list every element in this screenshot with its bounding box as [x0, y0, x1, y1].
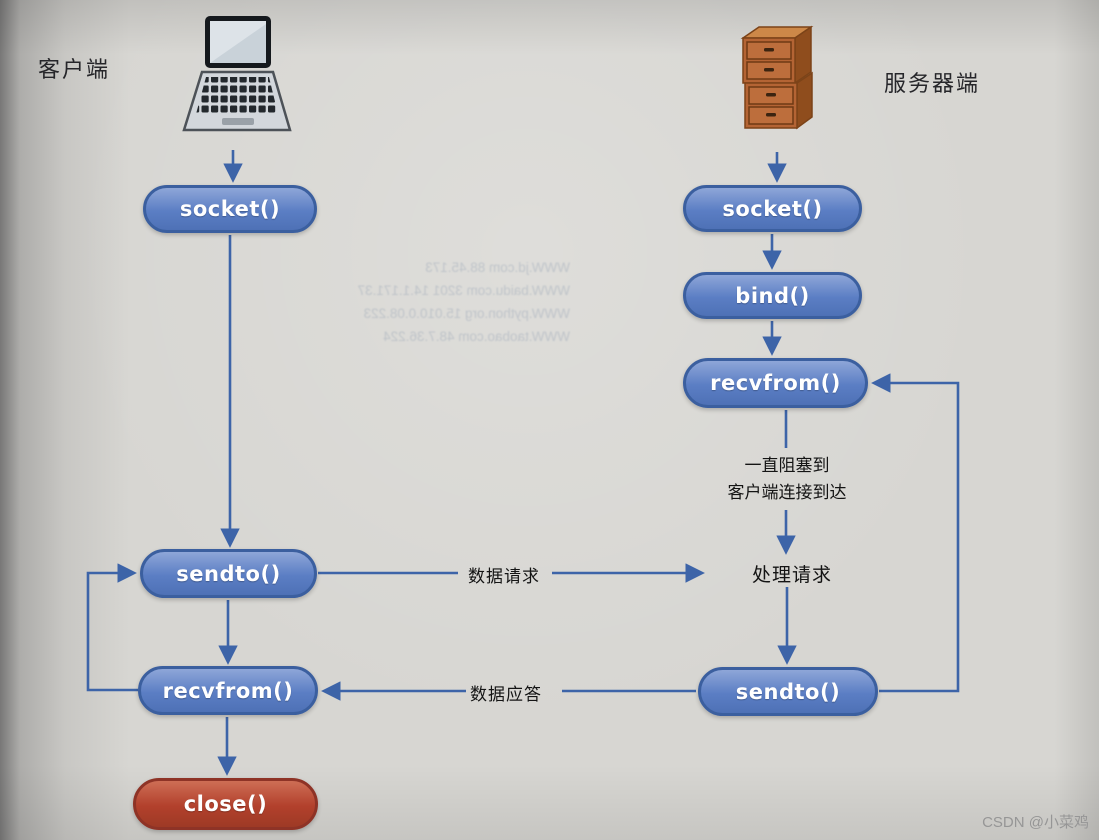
arrow-server-loop-back — [871, 373, 960, 693]
server-sendto-node: sendto() — [698, 667, 878, 716]
blocking-note-line1: 一直阻塞到 — [744, 456, 830, 475]
blocking-note: 一直阻塞到 客户端连接到达 — [694, 452, 880, 506]
data-request-label: 数据请求 — [468, 567, 540, 586]
client-recvfrom-node: recvfrom() — [138, 666, 318, 715]
server-cabinet-icon — [740, 25, 814, 130]
drawer-handle — [766, 113, 776, 117]
server-socket-node: socket() — [683, 185, 862, 232]
laptop-trackpad — [222, 118, 254, 125]
bleedthrough-line: WWW.baidu.com 3201 14.1.171.37 — [357, 283, 570, 298]
laptop-keys — [196, 77, 278, 114]
drawer-handle — [766, 93, 776, 97]
client-socket-node: socket() — [143, 185, 317, 233]
csdn-watermark: CSDN @小菜鸡 — [982, 814, 1089, 831]
laptop-screen-glare — [210, 24, 266, 63]
drawer-handle — [764, 48, 774, 52]
laptop-icon — [182, 16, 292, 132]
bleedthrough-line: WWW.python.org 15.010.0.08.223 — [363, 306, 570, 321]
client-close-node: close() — [133, 778, 318, 830]
bleedthrough-line: WWW.taobao.com 48.7.36.224 — [383, 329, 570, 344]
server-recvfrom-node: recvfrom() — [683, 358, 868, 408]
paper-bleedthrough-text: WWW.jd.com 88.45.173 WWW.baidu.com 3201 … — [300, 256, 570, 348]
process-request-label: 处理请求 — [752, 565, 833, 586]
cabinet-side-face-lower — [796, 71, 813, 130]
bleedthrough-line: WWW.jd.com 88.45.173 — [425, 260, 570, 275]
arrow-client-loop-back — [86, 563, 138, 692]
data-response-label: 数据应答 — [470, 685, 542, 704]
blocking-note-line2: 客户端连接到达 — [727, 483, 847, 502]
server-label: 服务器端 — [884, 71, 981, 96]
client-sendto-node: sendto() — [140, 549, 317, 598]
server-bind-node: bind() — [683, 272, 862, 319]
client-label: 客户端 — [38, 57, 111, 82]
drawer-handle — [764, 68, 774, 72]
